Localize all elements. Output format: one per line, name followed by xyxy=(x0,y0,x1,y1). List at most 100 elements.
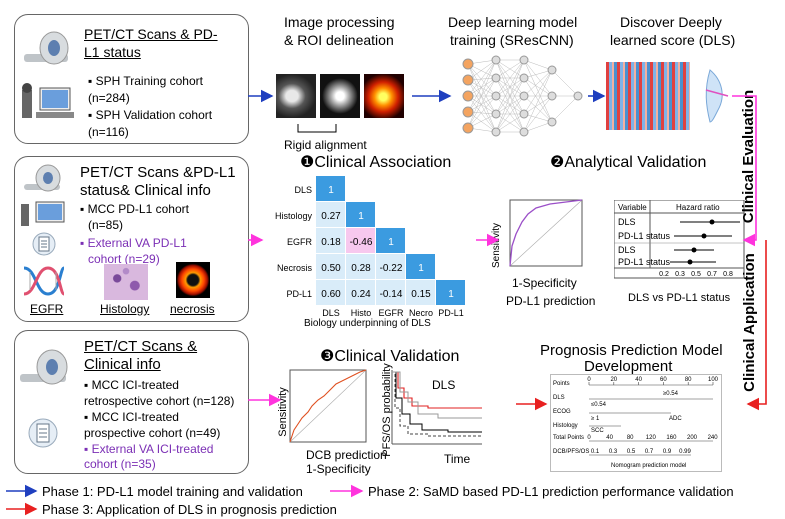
pet-roi-image xyxy=(320,74,360,118)
analytical-validation-title: ❷Analytical Validation xyxy=(550,154,707,171)
lab-computer-icon xyxy=(18,82,76,126)
forest-row-label: PD-L1 status xyxy=(618,231,671,241)
legend-phase1: Phase 1: PD-L1 model training and valida… xyxy=(42,484,303,499)
clinical-association-title: ❶Clinical Association xyxy=(300,154,452,171)
forest-row-label: DLS xyxy=(618,245,636,255)
pdl1-roc-xlabel: 1-Specificity xyxy=(512,276,577,290)
nomo-row-label: Points xyxy=(553,381,570,387)
dls-density-icon xyxy=(700,66,730,126)
step-dl-training-line2: training (SResCNN) xyxy=(450,32,574,48)
corr-cell-value: 0.28 xyxy=(351,263,371,274)
corr-row-label: EGFR xyxy=(287,237,313,247)
nomo-total-tick: 200 xyxy=(687,435,698,441)
panel3-bullet2-line2: prospective cohort (n=49) xyxy=(84,426,221,440)
histology-image-icon xyxy=(104,264,148,300)
pdl1-roc-caption: PD-L1 prediction xyxy=(506,294,596,308)
step-image-processing-line2: & ROI delineation xyxy=(284,32,394,48)
prognosis-title-line1: Prognosis Prediction Model xyxy=(540,342,723,359)
corr-cell-value: 0.15 xyxy=(411,289,431,300)
panel3-bullet3-line1: ▪ External VA ICI-treated xyxy=(84,442,214,456)
nomo-points-tick: 100 xyxy=(708,377,719,383)
corr-cell xyxy=(316,202,345,227)
label-egfr: EGFR xyxy=(30,302,64,316)
nomo-row-label: Histology xyxy=(553,423,578,429)
corr-cell-value: 1 xyxy=(418,263,424,274)
step-dls-line2: learned score (DLS) xyxy=(610,32,736,48)
corr-col-label: Histo xyxy=(351,308,372,318)
correlation-xcaption: Biology underpinning of DLS xyxy=(304,318,431,329)
ct-scan-image xyxy=(276,74,316,118)
forest-point xyxy=(691,247,697,253)
nomo-row-label: Total Points xyxy=(553,435,584,441)
corr-col-label: PD-L1 xyxy=(438,308,464,318)
nomo-prob-tick: 0.7 xyxy=(645,449,654,455)
pet-ct-scanner-icon xyxy=(22,30,70,68)
panel3-title-line2: Clinical info xyxy=(84,356,161,373)
corr-cell-value: 0.27 xyxy=(321,211,341,222)
corr-cell xyxy=(316,176,345,201)
nomo-points-tick: 60 xyxy=(660,377,667,383)
clinical-application-label: Clinical Application xyxy=(740,253,758,392)
dcb-roc-ylabel: Sensitivity xyxy=(276,387,289,437)
forest-tick: 0.7 xyxy=(707,271,717,278)
corr-cell-value: 1 xyxy=(328,185,334,196)
arrow-rigid-align xyxy=(297,124,337,133)
forest-col-variable: Variable xyxy=(618,203,647,212)
panel1-bullet1-line1: ▪ SPH Training cohort xyxy=(88,74,203,88)
pet-ct-scanner-icon xyxy=(18,348,70,388)
panel2-bullet1-line1: ▪ MCC PD-L1 cohort xyxy=(80,202,189,216)
panel2-bullet1-line2: (n=85) xyxy=(88,218,124,232)
neural-network-diagram xyxy=(460,50,586,150)
corr-cell-value: 1 xyxy=(388,237,394,248)
corr-row-label: PD-L1 xyxy=(286,289,312,299)
nomo-total-tick: 120 xyxy=(646,435,657,441)
panel2-bullet2-line2: cohort (n=29) xyxy=(88,252,160,266)
forest-point xyxy=(701,233,707,239)
clinical-evaluation-label: Clinical Evaluation xyxy=(740,89,758,224)
forest-row-label: PD-L1 status xyxy=(618,257,671,267)
dls-heatmap-image xyxy=(606,62,690,130)
nomo-total-tick: 0 xyxy=(587,435,591,441)
corr-cell-value: -0.14 xyxy=(380,289,403,300)
corr-cell xyxy=(346,228,375,253)
document-icon xyxy=(32,232,56,256)
corr-cell-value: 0.24 xyxy=(351,289,371,300)
label-histology: Histology xyxy=(100,302,150,316)
fused-roi-image xyxy=(364,74,404,118)
nomo-total-tick: 80 xyxy=(627,435,634,441)
nomo-total-tick: 40 xyxy=(606,435,613,441)
nomo-prob-tick: 0.99 xyxy=(679,449,691,455)
corr-col-label: Necro xyxy=(409,308,433,318)
corr-cell xyxy=(436,280,465,305)
forest-point xyxy=(709,219,715,225)
corr-cell-value: 1 xyxy=(448,289,454,300)
panel3-title-line1: PET/CT Scans & xyxy=(84,338,198,355)
nomo-prob-tick: 0.3 xyxy=(609,449,618,455)
corr-col-label: DLS xyxy=(322,308,340,318)
pdl1-roc-ylabel: Sensitivity xyxy=(491,222,503,269)
corr-col-label: EGFR xyxy=(378,308,404,318)
dna-icon xyxy=(22,264,66,298)
nomo-adc: ADC xyxy=(669,416,682,422)
km-ylabel: PFS/OS probability xyxy=(380,363,393,457)
panel1-bullet1-line2: (n=284) xyxy=(88,91,130,105)
forest-row-label: DLS xyxy=(618,217,636,227)
forest-tick: 0.3 xyxy=(675,271,685,278)
necrosis-image-icon xyxy=(176,262,210,298)
step-dls-line1: Discover Deeply xyxy=(620,14,722,30)
document-icon xyxy=(28,418,58,448)
nomo-row-label: ECOG xyxy=(553,409,571,415)
rigid-alignment-label: Rigid alignment xyxy=(284,138,367,152)
corr-cell xyxy=(316,228,345,253)
nomo-dls-hi: ≥0.54 xyxy=(663,391,679,397)
forest-caption: DLS vs PD-L1 status xyxy=(628,292,731,304)
nomo-ecog: ≥ 1 xyxy=(591,416,600,422)
corr-cell-value: -0.22 xyxy=(380,263,403,274)
corr-cell-value: 0.60 xyxy=(321,289,341,300)
corr-cell xyxy=(346,280,375,305)
panel1-bullet2-line1: ▪ SPH Validation cohort xyxy=(88,108,213,122)
nomo-row-label: DCB/PFS/OS xyxy=(553,449,589,455)
step-image-processing-line1: Image processing xyxy=(284,14,395,30)
